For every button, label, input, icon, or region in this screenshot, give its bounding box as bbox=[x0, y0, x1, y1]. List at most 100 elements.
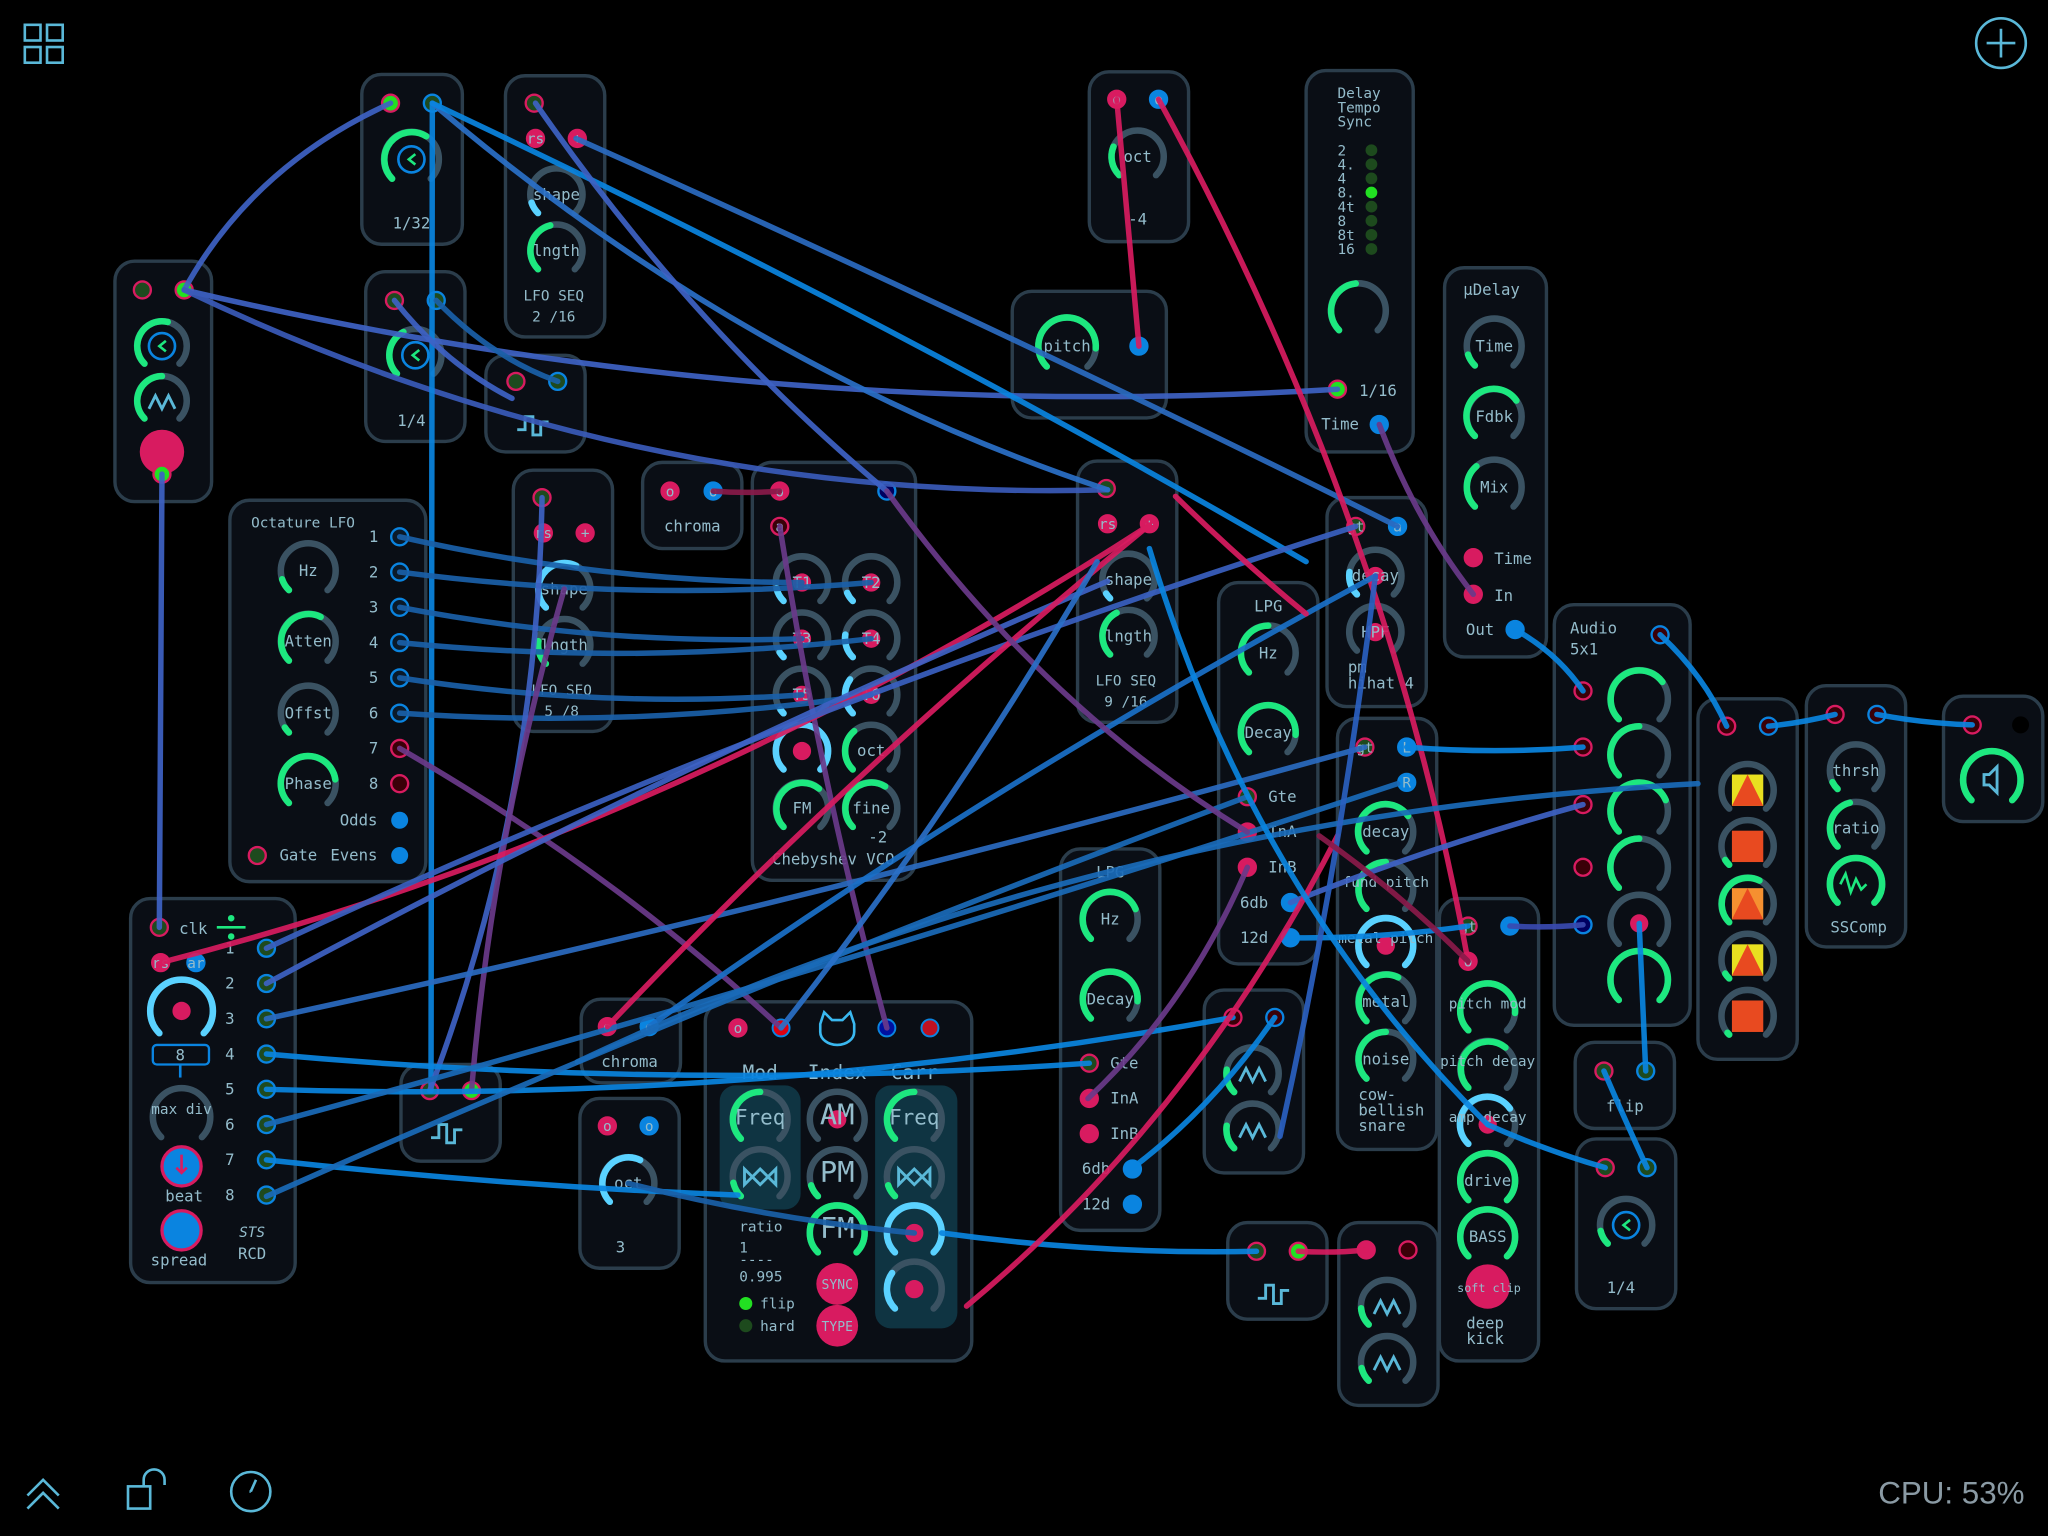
knob[interactable] bbox=[883, 1258, 945, 1312]
division-led[interactable] bbox=[1365, 158, 1378, 171]
knob[interactable] bbox=[146, 976, 217, 1037]
evens-port[interactable] bbox=[391, 847, 409, 864]
knob[interactable] bbox=[1826, 854, 1886, 906]
knob[interactable] bbox=[1718, 874, 1777, 926]
flip-led[interactable] bbox=[739, 1296, 753, 1311]
module-gate-3[interactable] bbox=[1226, 1220, 1329, 1321]
patch-cable[interactable] bbox=[156, 471, 165, 931]
module-clock-main[interactable] bbox=[113, 259, 214, 504]
knob-thrsh[interactable]: thrsh bbox=[1826, 741, 1886, 793]
patch-cable[interactable] bbox=[396, 569, 874, 594]
port-jack[interactable]: rs bbox=[1097, 514, 1118, 534]
patch-cable[interactable] bbox=[1376, 421, 1477, 598]
division-led[interactable] bbox=[1365, 243, 1378, 255]
knob-mix[interactable]: Mix bbox=[1463, 456, 1525, 510]
knob-decay[interactable]: decay bbox=[1345, 546, 1405, 598]
knob-hz[interactable]: Hz bbox=[1237, 622, 1299, 676]
knob-decay[interactable]: decay bbox=[1354, 800, 1417, 855]
patch-cable[interactable] bbox=[1657, 632, 1730, 729]
patch-cable[interactable] bbox=[263, 744, 1368, 1022]
patch-cable[interactable] bbox=[1155, 96, 1471, 965]
grid-icon[interactable] bbox=[23, 23, 64, 64]
chevrons-up-icon[interactable] bbox=[26, 1477, 60, 1510]
port-jack[interactable]: o bbox=[728, 1018, 748, 1038]
knob[interactable] bbox=[883, 1146, 945, 1200]
patch-cable[interactable] bbox=[181, 100, 394, 293]
patch-cable[interactable] bbox=[604, 522, 1153, 1030]
knob-oct[interactable]: oct bbox=[841, 721, 901, 773]
knob[interactable] bbox=[729, 1146, 791, 1200]
knob-decay[interactable]: Decay bbox=[1237, 701, 1299, 756]
knob[interactable] bbox=[1959, 747, 2024, 804]
patch-cable[interactable] bbox=[263, 523, 1359, 951]
patch-cable[interactable] bbox=[396, 604, 805, 643]
knob[interactable] bbox=[133, 318, 191, 367]
knob[interactable] bbox=[1607, 835, 1672, 891]
port-jack[interactable]: o bbox=[639, 1116, 659, 1136]
port-jack[interactable] bbox=[132, 280, 153, 300]
port-jack[interactable]: + bbox=[575, 523, 595, 543]
patch-cable[interactable] bbox=[1277, 573, 1379, 1140]
port-jack[interactable] bbox=[1573, 857, 1593, 877]
port-jack[interactable]: o bbox=[597, 1116, 618, 1136]
module-octature-lfo[interactable]: Octature LFOHzAttenOffstPhase12345678Odd… bbox=[228, 498, 428, 884]
patch-cable[interactable] bbox=[574, 780, 1701, 1065]
port-inb[interactable]: InB bbox=[1079, 1124, 1139, 1144]
knob-pitch-mod[interactable]: pitch mod bbox=[1449, 980, 1527, 1034]
knob-lngth[interactable]: lngth bbox=[1099, 606, 1158, 658]
patch-cable[interactable] bbox=[433, 297, 561, 385]
knob-fund-pitch[interactable]: fund pitch bbox=[1343, 858, 1429, 913]
patch-cable[interactable] bbox=[1128, 1014, 1278, 1172]
knob[interactable] bbox=[1596, 1195, 1656, 1247]
division-led[interactable] bbox=[1365, 200, 1378, 213]
module-div-1-4b[interactable]: 1/4 bbox=[1574, 1137, 1678, 1311]
patch-cable[interactable] bbox=[1874, 711, 1975, 728]
unlock-icon[interactable] bbox=[126, 1468, 166, 1510]
knob-fm[interactable]: FM bbox=[772, 779, 832, 831]
knob-pitch-decay[interactable]: pitch decay bbox=[1440, 1037, 1536, 1092]
patch-cable[interactable] bbox=[532, 100, 890, 494]
patch-cable[interactable] bbox=[1316, 833, 1471, 965]
patch-cable[interactable] bbox=[938, 1230, 1260, 1255]
patch-cable[interactable] bbox=[1172, 493, 1309, 617]
patch-cable[interactable] bbox=[778, 558, 1100, 1031]
patch-cable[interactable] bbox=[1765, 711, 1838, 729]
knob[interactable] bbox=[1607, 722, 1672, 779]
patch-cable[interactable] bbox=[1085, 864, 1251, 1102]
patch-cable[interactable] bbox=[1512, 626, 1586, 694]
patch-cable[interactable] bbox=[181, 287, 1111, 494]
knob-bass[interactable]: BASS bbox=[1456, 1206, 1519, 1260]
knob[interactable] bbox=[133, 372, 191, 422]
knob[interactable] bbox=[1718, 760, 1777, 812]
patch-cable[interactable] bbox=[263, 793, 1251, 1200]
knob[interactable] bbox=[1327, 280, 1390, 334]
run-button[interactable] bbox=[139, 429, 185, 475]
knob-hz[interactable]: Hz bbox=[277, 539, 339, 594]
plus-circle-icon[interactable] bbox=[1974, 16, 2028, 70]
patch-cable[interactable] bbox=[428, 100, 436, 1094]
patch-cable[interactable] bbox=[1403, 744, 1586, 754]
module-flip[interactable]: flip bbox=[1573, 1040, 1677, 1131]
patch-cable[interactable] bbox=[263, 1051, 1093, 1079]
patch-cable[interactable] bbox=[646, 573, 1379, 1030]
patch-cable[interactable] bbox=[1636, 920, 1649, 1074]
knob-offst[interactable]: Offst bbox=[277, 682, 339, 736]
knob-phase[interactable]: Phase bbox=[277, 752, 339, 807]
knob-fine[interactable]: fine bbox=[841, 779, 901, 831]
soft-clip-button[interactable] bbox=[1465, 1264, 1510, 1309]
max-div-display[interactable] bbox=[151, 1043, 211, 1066]
knob-freq[interactable]: Freq bbox=[729, 1088, 791, 1142]
port-jack[interactable]: R bbox=[1397, 772, 1417, 793]
knob-hz[interactable]: Hz bbox=[1079, 888, 1141, 943]
patch-cable[interactable] bbox=[396, 692, 874, 722]
unused-port[interactable] bbox=[2012, 716, 2030, 734]
port-jack[interactable]: rs bbox=[525, 128, 546, 149]
knob[interactable] bbox=[1718, 986, 1777, 1038]
output-port[interactable] bbox=[390, 774, 410, 794]
patch-cable[interactable] bbox=[1146, 545, 1491, 1128]
